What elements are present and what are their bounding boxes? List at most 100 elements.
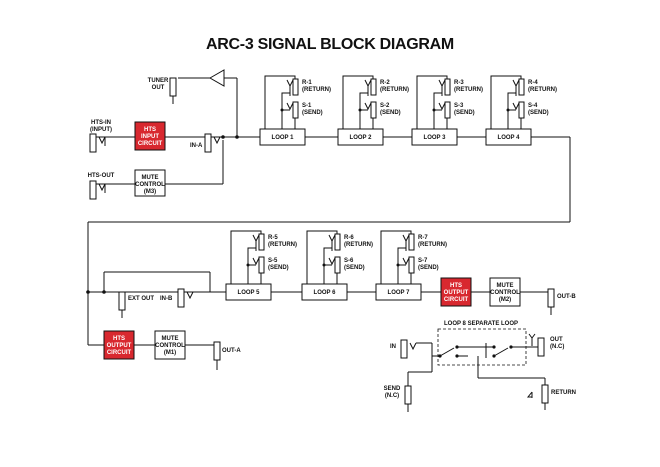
loop-5-label: LOOP 5: [238, 290, 261, 296]
loop-2-send-jack: [370, 101, 377, 119]
svg-text:(RETURN): (RETURN): [418, 242, 447, 248]
svg-text:OUTPUT: OUTPUT: [444, 290, 469, 296]
loop-8-separate-loop: LOOP 8 SEPARATE LOOP IN OUT (N.C): [384, 321, 576, 412]
mute-control-m2: MUTE CONTROL (M2): [489, 277, 521, 307]
svg-text:OUT: OUT: [152, 85, 165, 91]
loop-6-send-jack: [334, 256, 341, 274]
svg-text:(SEND): (SEND): [418, 265, 439, 271]
labels: TUNER OUT HTS-IN (INPUT) HTS-OUT IN-A IN…: [88, 78, 577, 354]
out-a-label: OUT-A: [222, 348, 241, 354]
loop-2-return-label: R-2: [380, 80, 390, 86]
svg-text:INPUT: INPUT: [141, 134, 159, 140]
loop-6: LOOP 6R-6(RETURN)S-6(SEND): [301, 230, 373, 301]
mute-control-m3: MUTE CONTROL (M3): [134, 169, 166, 197]
mute-control-m1: MUTE CONTROL (M1): [154, 330, 186, 360]
loop8-out-jack: [537, 337, 545, 357]
loop-2-label: LOOP 2: [350, 135, 373, 141]
loop-4: LOOP 4R-4(RETURN)S-4(SEND): [485, 75, 557, 146]
svg-text:MUTE: MUTE: [162, 336, 179, 342]
loop-6-return-label: R-6: [344, 235, 354, 241]
out-b-jack: [547, 288, 555, 308]
ext-out-jack: [118, 291, 126, 311]
hts-output-circuit-2: HTS OUTPUT CIRCUIT: [440, 277, 472, 307]
loop-6-return-jack: [334, 233, 341, 251]
loop-2-send-label: S-2: [380, 103, 390, 109]
loop-7-return-jack: [408, 233, 415, 251]
hts-out-label: HTS-OUT: [88, 173, 115, 179]
in-a-jack: [204, 133, 212, 153]
svg-text:(N.C): (N.C): [385, 393, 399, 399]
svg-text:(SEND): (SEND): [268, 265, 289, 271]
svg-text:(SEND): (SEND): [454, 110, 475, 116]
svg-text:(SEND): (SEND): [344, 265, 365, 271]
svg-text:(SEND): (SEND): [380, 110, 401, 116]
loop-5-return-label: R-5: [268, 235, 278, 241]
loop8-title: LOOP 8 SEPARATE LOOP: [444, 321, 518, 327]
hts-in-jack: [89, 133, 97, 153]
svg-text:(RETURN): (RETURN): [302, 87, 331, 93]
loop-4-send-label: S-4: [528, 103, 538, 109]
loop-blocks: LOOP 1R-1(RETURN)S-1(SEND)LOOP 2R-2(RETU…: [225, 75, 557, 301]
loop-4-return-jack: [518, 78, 525, 96]
loop-1-return-jack: [292, 78, 299, 96]
junction-dots: [86, 135, 239, 294]
loop-3-send-jack: [444, 101, 451, 119]
loop-7: LOOP 7R-7(RETURN)S-7(SEND): [375, 230, 447, 301]
loop8-out-label: OUT: [550, 337, 563, 343]
svg-text:(SEND): (SEND): [528, 110, 549, 116]
loop-1-send-label: S-1: [302, 103, 312, 109]
hts-in-label: HTS-IN: [91, 120, 111, 126]
loop8-send-jack: [404, 385, 412, 405]
hts-output-circuit-1: HTS OUTPUT CIRCUIT: [103, 330, 135, 360]
loop-7-send-jack: [408, 256, 415, 274]
loop-2-return-jack: [370, 78, 377, 96]
svg-text:OUTPUT: OUTPUT: [107, 343, 132, 349]
jack-markers: [89, 77, 555, 370]
in-a-label: IN-A: [190, 143, 203, 149]
svg-text:(M2): (M2): [499, 297, 511, 303]
loop8-return-jack: [541, 384, 549, 404]
svg-text:(INPUT): (INPUT): [90, 127, 112, 133]
loop-5-send-label: S-5: [268, 258, 278, 264]
loop-7-return-label: R-7: [418, 235, 428, 241]
loop-3-label: LOOP 3: [424, 135, 447, 141]
svg-text:CIRCUIT: CIRCUIT: [107, 350, 132, 356]
loop-4-label: LOOP 4: [498, 135, 521, 141]
loop-3-return-label: R-3: [454, 80, 464, 86]
loop-5: LOOP 5 R-5(RETURN) S-5(SEND): [225, 230, 297, 301]
loop-1-send-jack: [292, 101, 299, 119]
loop8-send-label: SEND: [384, 386, 401, 392]
svg-text:(M3): (M3): [144, 189, 156, 195]
loop8-in-jack: [400, 339, 408, 359]
loop-1-label: LOOP 1: [272, 135, 295, 141]
svg-text:(M1): (M1): [164, 350, 176, 356]
svg-text:CONTROL: CONTROL: [490, 290, 520, 296]
out-a-jack: [213, 341, 221, 361]
in-b-label: IN-B: [160, 296, 173, 302]
svg-text:MUTE: MUTE: [142, 175, 159, 181]
amplifier-symbol: [208, 69, 225, 87]
svg-text:MUTE: MUTE: [497, 283, 514, 289]
svg-text:CONTROL: CONTROL: [135, 182, 165, 188]
loop-5-send-jack: [258, 256, 265, 274]
tuner-out-jack: [169, 77, 177, 97]
svg-text:CIRCUIT: CIRCUIT: [138, 141, 163, 147]
hts-out-jack: [89, 180, 97, 200]
loop8-return-label: RETURN: [551, 390, 576, 396]
loop8-in-label: IN: [390, 344, 396, 350]
svg-text:HTS: HTS: [144, 127, 156, 133]
loop-7-send-label: S-7: [418, 258, 428, 264]
svg-text:(SEND): (SEND): [302, 110, 323, 116]
svg-text:CIRCUIT: CIRCUIT: [444, 297, 469, 303]
page-title: ARC-3 SIGNAL BLOCK DIAGRAM: [206, 36, 454, 53]
loop-6-send-label: S-6: [344, 258, 354, 264]
svg-text:(RETURN): (RETURN): [268, 242, 297, 248]
loop-3-return-jack: [444, 78, 451, 96]
in-b-jack: [177, 288, 185, 308]
svg-text:HTS: HTS: [113, 336, 125, 342]
loop-4-return-label: R-4: [528, 80, 538, 86]
svg-text:HTS: HTS: [450, 283, 462, 289]
hts-input-circuit: HTS INPUT CIRCUIT: [134, 121, 166, 151]
loop-2: LOOP 2R-2(RETURN)S-2(SEND): [337, 75, 409, 146]
loop-4-send-jack: [518, 101, 525, 119]
